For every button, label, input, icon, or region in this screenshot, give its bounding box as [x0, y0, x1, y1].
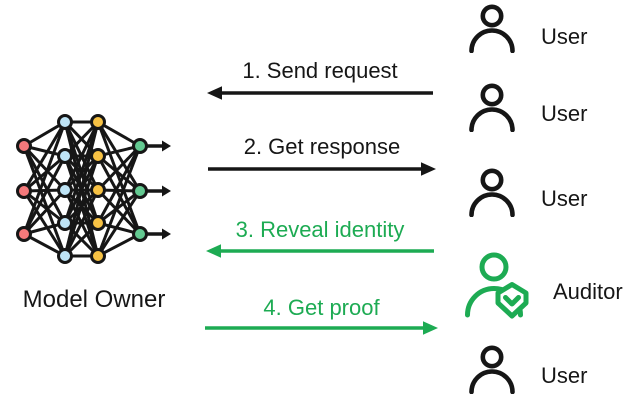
arrow-right-icon [208, 162, 436, 176]
neural-network-icon [16, 114, 171, 264]
arrow-left-icon [207, 86, 433, 100]
actor-label-user-1: User [541, 24, 588, 49]
actor-label-auditor: Auditor [553, 279, 623, 304]
model-owner-label: Model Owner [22, 286, 166, 313]
message-label-send-request: 1. Send request [242, 58, 398, 83]
user-icon [467, 344, 517, 394]
user-icon [467, 3, 517, 53]
user-icon [467, 82, 517, 132]
message-label-get-proof: 4. Get proof [263, 295, 380, 320]
actor-label-user-2: User [541, 101, 588, 126]
message-label-get-response: 2. Get response [243, 134, 401, 159]
message-label-reveal-identity: 3. Reveal identity [235, 217, 405, 242]
actor-label-user-4: User [541, 363, 588, 388]
user-icon [467, 167, 517, 217]
arrow-right-icon [205, 321, 438, 335]
actor-label-user-3: User [541, 186, 588, 211]
arrow-left-icon [206, 244, 434, 258]
auditor-icon [465, 252, 529, 319]
